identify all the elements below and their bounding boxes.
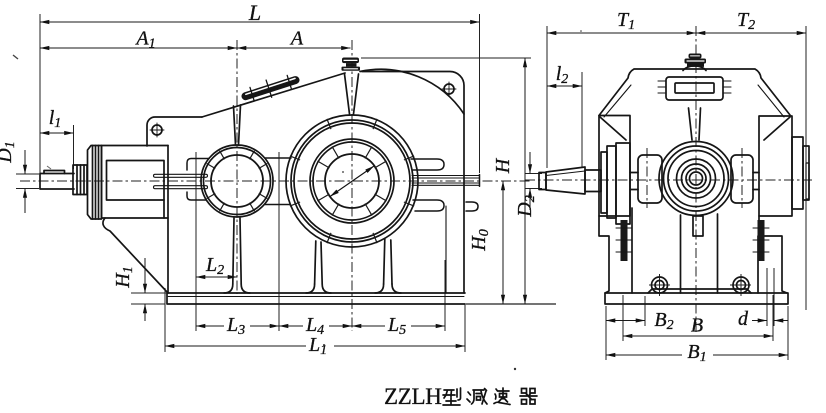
svg-text:A: A (289, 28, 304, 50)
svg-text:D1: D1 (0, 141, 18, 163)
svg-text:ZZLH: ZZLH (384, 384, 442, 409)
svg-text:B: B (691, 315, 703, 337)
svg-text:d: d (738, 308, 749, 330)
svg-text:L: L (248, 0, 261, 25)
svg-text:H: H (492, 157, 514, 174)
